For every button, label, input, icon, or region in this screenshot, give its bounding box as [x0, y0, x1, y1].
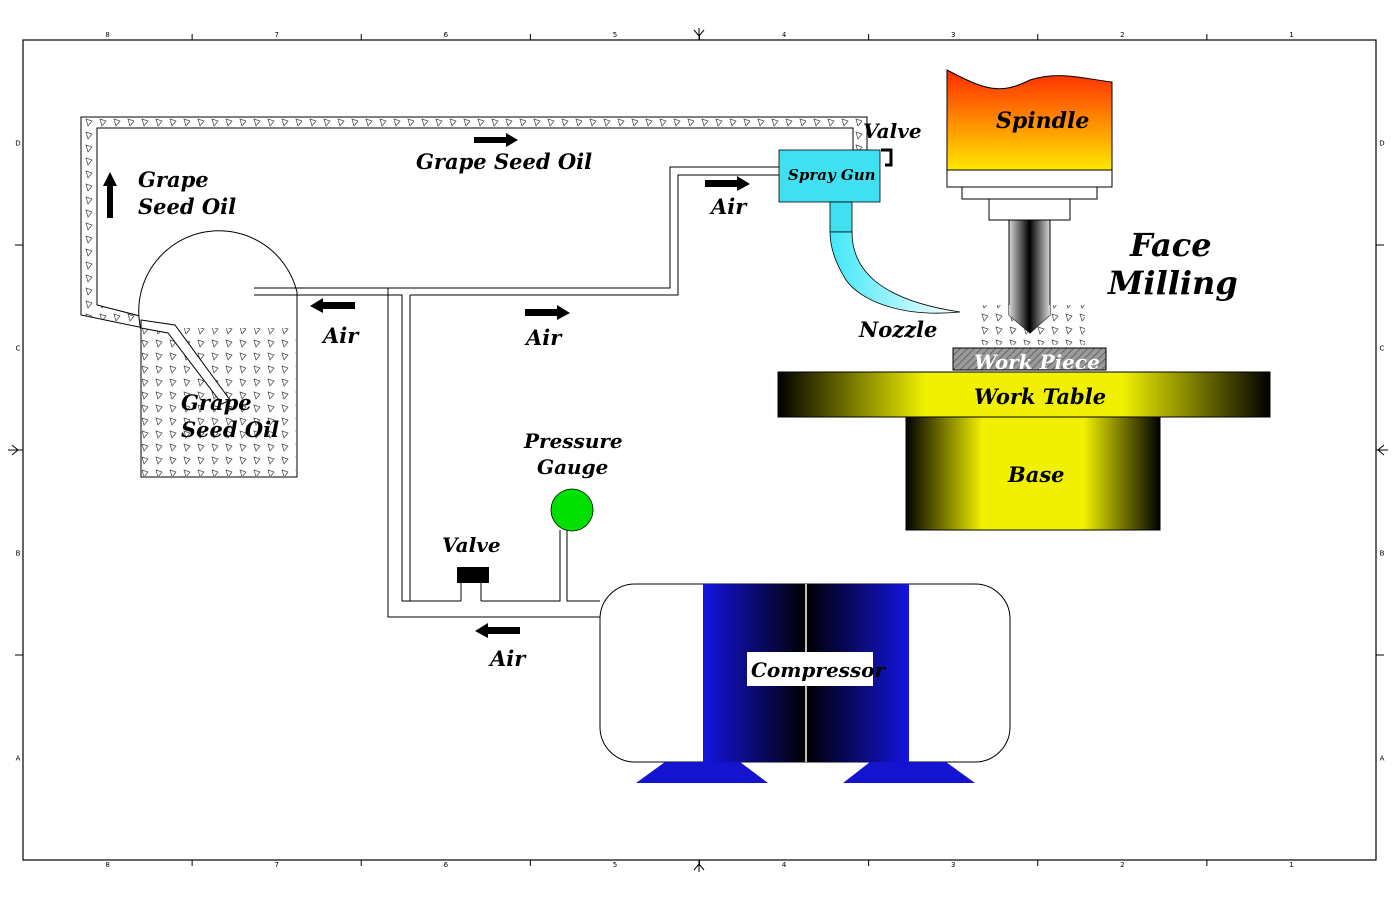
work-piece — [952, 347, 1107, 371]
zone-column-label: 7 — [274, 31, 278, 39]
label-grape-seed-oil-left-1: Grape — [138, 167, 209, 192]
zone-column-label: 6 — [444, 861, 449, 869]
label-air-spray: Air — [709, 194, 748, 219]
compressor — [599, 583, 1011, 783]
zone-row-label: C — [1380, 345, 1385, 353]
zone-row-label: D — [1379, 140, 1384, 148]
arrow-right-air-spray — [705, 176, 750, 191]
label-valve-bottom: Valve — [442, 533, 501, 557]
zone-row-label: C — [16, 345, 21, 353]
compressor-foot-right — [843, 762, 975, 783]
label-work-table: Work Table — [974, 384, 1106, 409]
arrow-left-air-bottom — [475, 623, 520, 638]
zone-row-label: B — [16, 550, 21, 558]
label-pressure-gauge-2: Gauge — [537, 455, 608, 479]
air-valve — [457, 567, 489, 583]
arrow-left-air-tank — [310, 298, 355, 313]
label-air-bottom: Air — [488, 646, 527, 671]
zone-column-label: 6 — [444, 31, 449, 39]
pressure-gauge — [550, 488, 594, 532]
zone-row-label: A — [16, 755, 21, 763]
arrow-right-oil — [474, 133, 518, 147]
zone-row-label: A — [1380, 755, 1385, 763]
flow-arrows — [103, 133, 750, 638]
oil-reservoir — [138, 230, 298, 478]
labels: Grape Seed Oil Grape Seed Oil Grape Seed… — [138, 108, 1238, 682]
label-face-milling-1: Face — [1129, 226, 1212, 264]
zone-column-label: 3 — [951, 861, 955, 869]
label-air-tank: Air — [321, 323, 360, 348]
spray-valve-icon — [881, 148, 893, 167]
label-nozzle: Nozzle — [858, 317, 937, 342]
label-air-middle: Air — [524, 325, 563, 350]
spray-gun — [778, 148, 961, 314]
arrow-right-air-middle — [525, 305, 570, 320]
label-pressure-gauge-1: Pressure — [523, 429, 623, 453]
label-spindle: Spindle — [996, 108, 1089, 134]
work-table — [777, 371, 1271, 418]
zone-column-label: 3 — [951, 31, 955, 39]
zone-column-label: 2 — [1120, 31, 1124, 39]
zone-column-label: 5 — [613, 31, 617, 39]
zone-column-label: 8 — [105, 31, 109, 39]
label-grape-seed-oil-top: Grape Seed Oil — [416, 149, 592, 174]
machine-bed — [777, 347, 1271, 531]
zone-column-label: 2 — [1120, 861, 1124, 869]
machine-base — [905, 416, 1161, 531]
label-grape-seed-oil-tank-1: Grape — [181, 390, 252, 415]
air-pipes — [254, 166, 779, 618]
zone-column-label: 4 — [782, 31, 787, 39]
label-base: Base — [1007, 462, 1065, 487]
zone-column-label: 8 — [105, 861, 109, 869]
zone-row-label: B — [1380, 550, 1385, 558]
label-spray-gun: Spray Gun — [788, 166, 876, 184]
compressor-foot-left — [636, 762, 768, 783]
nozzle-tube — [829, 231, 961, 314]
spindle — [946, 69, 1113, 345]
arrow-up-oil — [103, 172, 117, 218]
zone-row-label: D — [15, 140, 20, 148]
zone-column-label: 1 — [1289, 861, 1293, 869]
zone-column-label: 1 — [1289, 31, 1293, 39]
zone-column-label: 5 — [613, 861, 617, 869]
zone-column-label: 4 — [782, 861, 787, 869]
label-work-piece: Work Piece — [974, 350, 1100, 374]
label-valve-top: Valve — [863, 119, 922, 143]
label-face-milling-2: Milling — [1107, 264, 1238, 302]
label-grape-seed-oil-left-2: Seed Oil — [138, 194, 236, 219]
label-compressor: Compressor — [751, 658, 887, 682]
label-grape-seed-oil-tank-2: Seed Oil — [181, 417, 279, 442]
zone-column-label: 7 — [274, 861, 278, 869]
